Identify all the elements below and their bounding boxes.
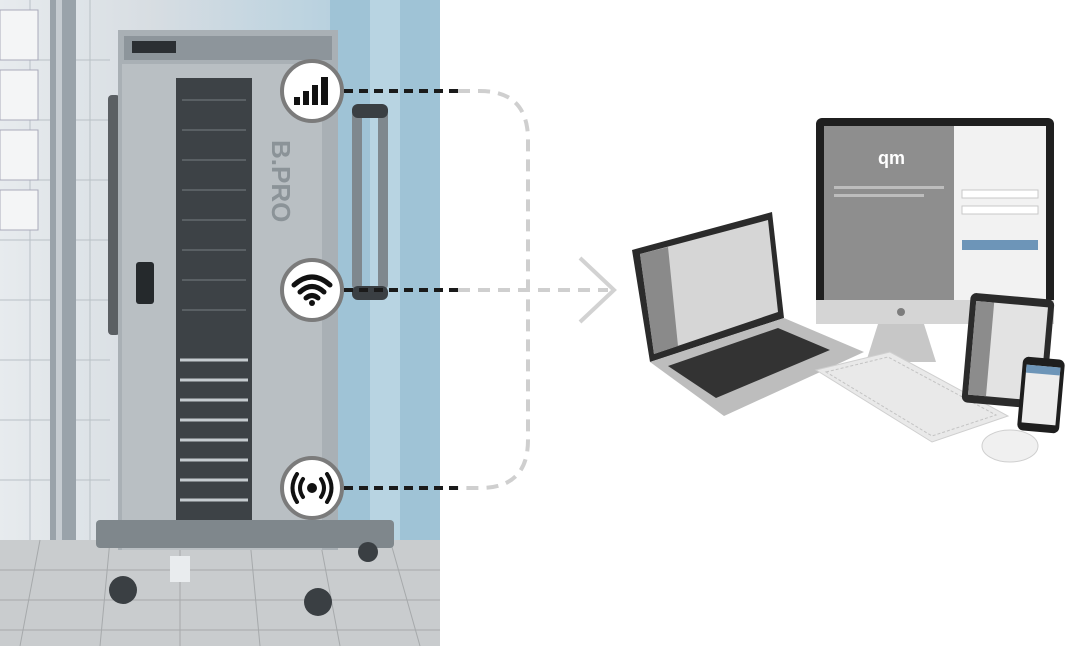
cabinet-brand: B.PRO [266,140,296,222]
qm-logo: qm [878,148,905,168]
bracket-line [458,89,530,490]
mouse [981,429,1039,463]
signal-bars-icon [294,77,328,105]
radio-badge [280,456,344,520]
phone [1017,356,1065,434]
wifi-icon [291,274,333,306]
laptop [632,212,864,416]
keyboard [814,351,1010,443]
cabinet-photo: B.PRO [0,0,440,646]
desktop-monitor: qm [816,118,1054,362]
wifi-badge [280,258,344,322]
devices-illustration: qm [620,100,1080,480]
cabinet-illustration: B.PRO [0,0,440,646]
arrow-head-icon [578,256,617,324]
radio-broadcast-icon [290,472,334,504]
apple-logo-icon [897,308,905,316]
signal-badge [280,59,344,123]
